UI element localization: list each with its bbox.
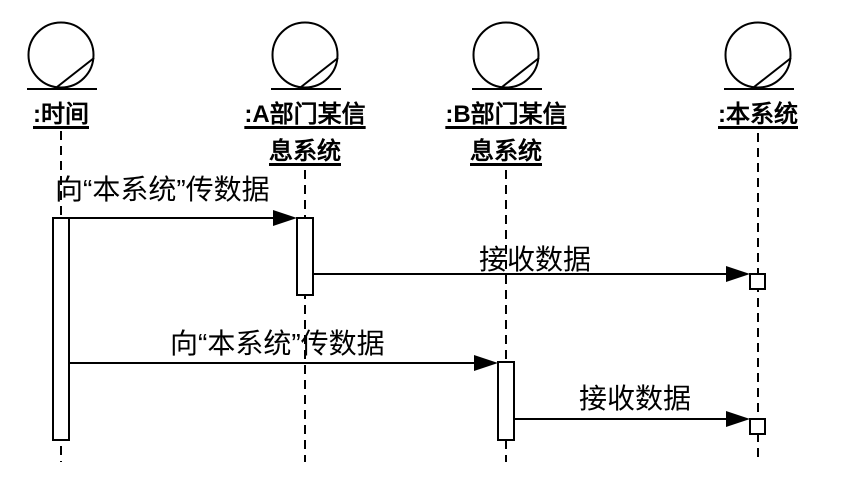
actor-label-time: :时间 [0,96,171,133]
actor-label-this-system: :本系统 [648,96,864,133]
activation-bar-time [52,217,70,441]
message-label-1: 向“本系统”传数据 [55,174,270,205]
actor-label-system-b: :B部门某信 息系统 [396,96,616,170]
activation-bar-system-b [497,361,515,441]
message-arrow-1 [69,210,297,226]
message-arrow-2 [313,266,750,282]
actor-name-line: :B部门某信 [445,101,567,128]
actor-icon-time [27,21,97,90]
message-label-3: 向“本系统”传数据 [170,328,385,359]
message-arrow-3 [69,355,498,371]
actor-label-system-a: :A部门某信 息系统 [195,96,415,170]
actor-name-line: :时间 [33,101,89,128]
activation-bar-system-a [296,217,314,296]
message-arrow-4 [514,411,750,427]
activation-square-this-system-1 [749,273,766,290]
message-label-2: 接收数据 [479,244,592,275]
actor-icon-system-b [472,21,542,90]
actor-name-line: :A部门某信 [244,101,366,128]
message-label-4: 接收数据 [579,383,692,414]
actor-name-line: :本系统 [718,101,798,128]
activation-square-this-system-2 [749,418,766,435]
actor-name-line: 息系统 [269,138,341,165]
actor-icon-this-system [724,21,794,90]
actor-name-line: 息系统 [470,138,542,165]
actor-icon-system-a [271,21,341,90]
